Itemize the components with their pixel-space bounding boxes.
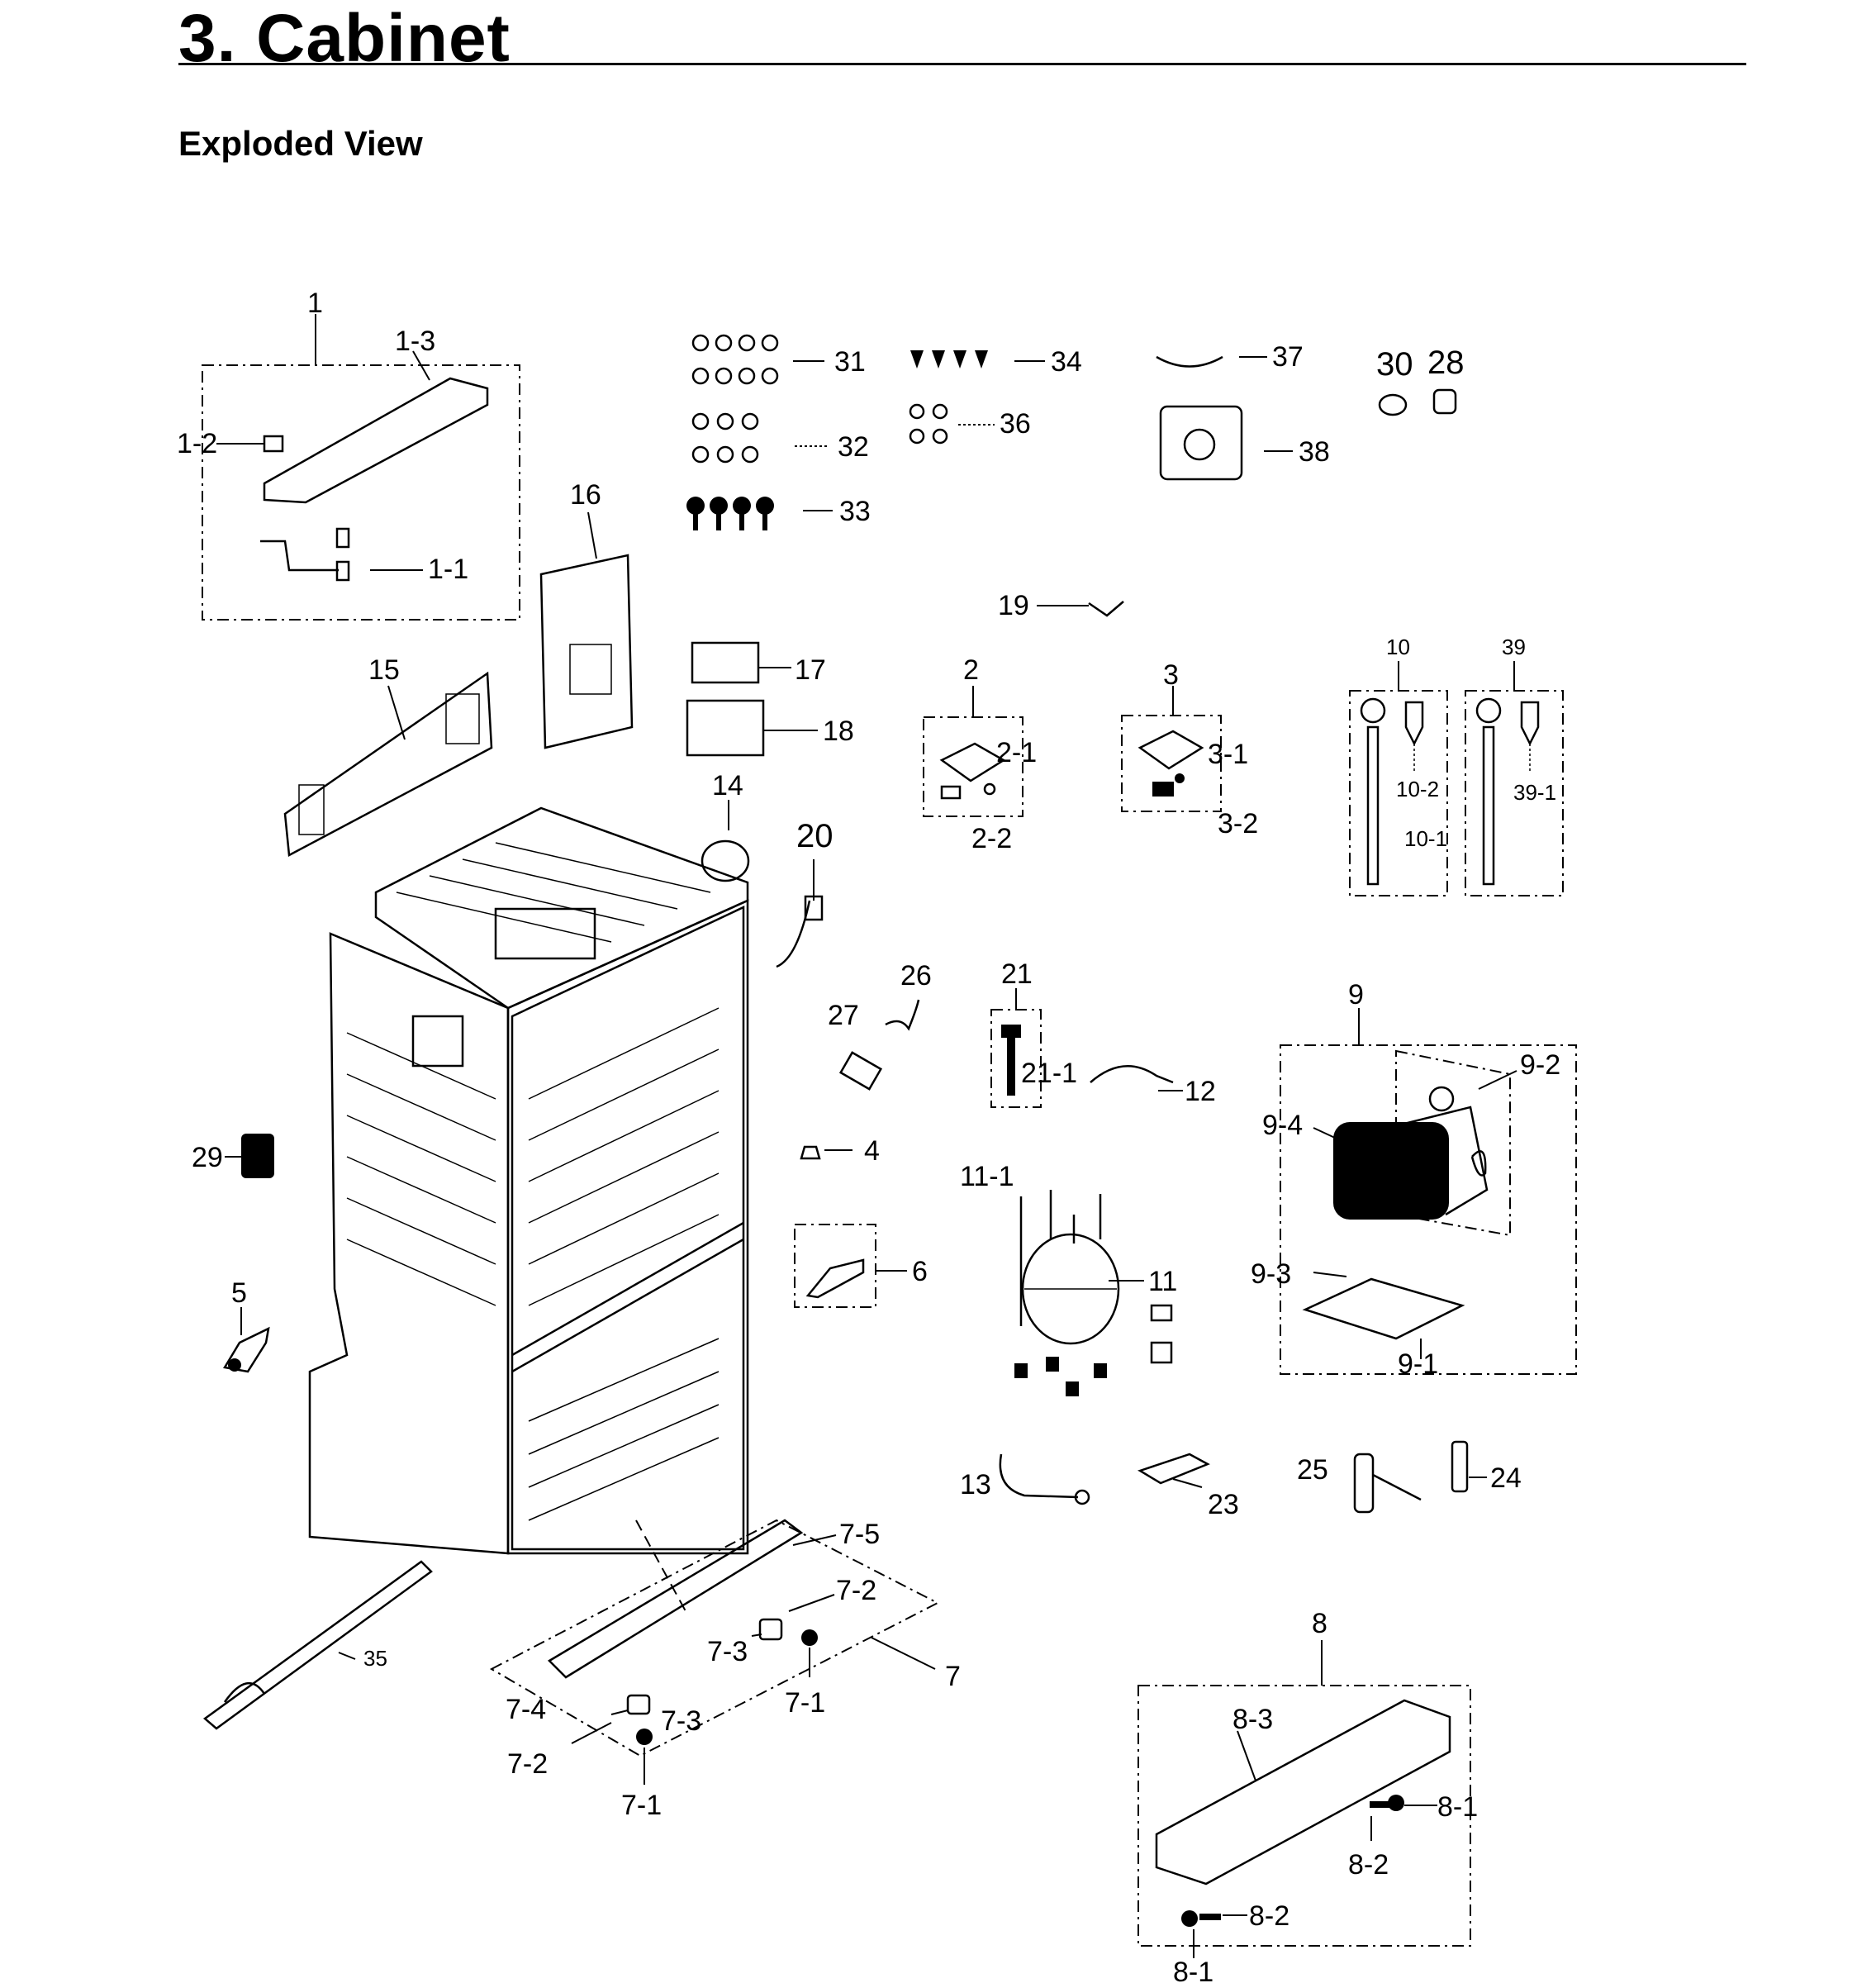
callout-23: 23 (1208, 1489, 1239, 1520)
callout-2-2: 2-2 (971, 823, 1012, 854)
callout-2: 2 (963, 654, 979, 686)
callout-9-4: 9-4 (1262, 1110, 1303, 1141)
part-5 (222, 1307, 270, 1373)
part-35 (202, 1560, 433, 1730)
callout-3: 3 (1163, 659, 1179, 691)
callout-39-1: 39-1 (1513, 780, 1556, 805)
callout-28: 28 (1427, 345, 1465, 381)
group-1 (202, 314, 520, 621)
callout-10: 10 (1386, 635, 1410, 659)
callout-29: 29 (192, 1142, 223, 1173)
callout-11-1: 11-1 (960, 1161, 1014, 1192)
screw-sets (686, 334, 1045, 530)
callout-19: 19 (998, 590, 1029, 621)
callout-24: 24 (1490, 1462, 1522, 1494)
callout-25: 25 (1297, 1454, 1328, 1486)
callout-17: 17 (795, 654, 826, 686)
callout-8-1-lower: 8-1 (1173, 1957, 1213, 1983)
callout-7-2-lower: 7-2 (507, 1748, 548, 1780)
parts-13-23-25-24 (999, 1440, 1487, 1514)
callout-37: 37 (1272, 341, 1304, 373)
callout-3-2: 3-2 (1218, 808, 1258, 839)
callout-38: 38 (1299, 436, 1330, 468)
callout-8-2: 8-2 (1348, 1849, 1389, 1881)
callout-13: 13 (960, 1469, 991, 1500)
callout-9-2: 9-2 (1520, 1049, 1560, 1081)
callout-30: 30 (1376, 346, 1413, 383)
callout-21-1: 21-1 (1021, 1058, 1077, 1089)
callout-10-1: 10-1 (1404, 826, 1447, 851)
callout-1: 1 (307, 288, 323, 319)
callout-16: 16 (570, 479, 601, 511)
callout-9-1: 9-1 (1398, 1348, 1438, 1380)
group-2-3 (923, 686, 1222, 817)
main-cabinet (308, 806, 749, 1612)
callout-7-1-lower: 7-1 (621, 1790, 662, 1821)
callout-7-3: 7-3 (707, 1636, 748, 1667)
callout-4: 4 (864, 1135, 880, 1167)
callout-18: 18 (823, 716, 854, 747)
callout-7-2: 7-2 (836, 1575, 876, 1606)
callout-7-3-lower: 7-3 (661, 1705, 701, 1737)
callout-3-1: 3-1 (1208, 739, 1248, 770)
callout-21: 21 (1001, 958, 1033, 990)
callout-8-1: 8-1 (1437, 1791, 1478, 1823)
callout-2-1: 2-1 (996, 737, 1037, 768)
callout-12: 12 (1185, 1076, 1216, 1107)
parts-21-12 (990, 988, 1183, 1108)
callout-7-1: 7-1 (785, 1687, 825, 1719)
parts-29-4-6-11 (225, 1134, 1173, 1396)
section-title: Exploded View (178, 124, 423, 163)
callout-1-3: 1-3 (395, 326, 435, 357)
callout-39: 39 (1502, 635, 1526, 659)
group-10-39 (1349, 661, 1564, 896)
callout-1-1: 1-1 (428, 554, 468, 585)
callout-8: 8 (1312, 1608, 1327, 1639)
group-8 (1137, 1640, 1471, 1958)
callout-5: 5 (231, 1277, 247, 1309)
title-rule (178, 63, 1746, 65)
callout-14: 14 (712, 770, 743, 801)
callout-27: 27 (828, 1000, 859, 1031)
callout-9: 9 (1348, 979, 1364, 1011)
callout-36: 36 (1000, 408, 1031, 440)
callout-20: 20 (796, 818, 834, 854)
callout-6: 6 (912, 1256, 928, 1287)
callout-8-3: 8-3 (1232, 1704, 1273, 1735)
callout-10-2: 10-2 (1396, 777, 1439, 801)
callout-7-4: 7-4 (506, 1694, 546, 1725)
callout-1-2: 1-2 (177, 428, 217, 459)
parts-14-20-27-26 (701, 800, 920, 1091)
callout-33: 33 (839, 496, 871, 527)
callout-26: 26 (900, 960, 932, 992)
callout-32: 32 (838, 431, 869, 463)
group-7 (489, 1519, 940, 1785)
group-9 (1280, 1008, 1577, 1375)
callout-31: 31 (834, 346, 866, 378)
callout-11: 11 (1148, 1266, 1177, 1297)
callout-8-2-lower: 8-2 (1249, 1900, 1289, 1932)
parts-37-38-30-28 (1156, 355, 1457, 481)
callout-7-5: 7-5 (839, 1519, 880, 1550)
callout-34: 34 (1051, 346, 1082, 378)
callout-35: 35 (363, 1646, 387, 1671)
callout-15: 15 (368, 654, 400, 686)
callout-9-3: 9-3 (1251, 1258, 1291, 1290)
panels-15-16-17-18 (283, 511, 1124, 857)
callout-7: 7 (945, 1661, 961, 1692)
